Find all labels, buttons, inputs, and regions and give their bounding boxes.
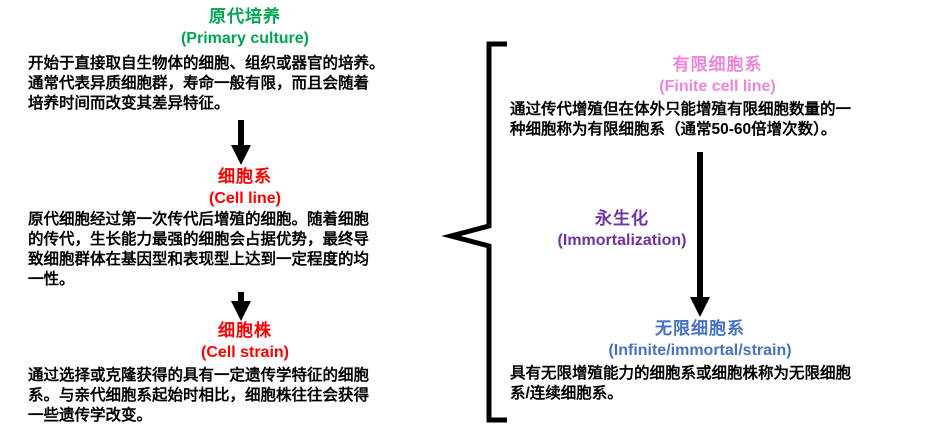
arrow-primary-to-cell-line	[231, 120, 251, 165]
cell-strain-description: 通过选择或克隆获得的具有一定遗传学特征的细胞 系。与亲代细胞系起始时相比，细胞株…	[28, 367, 370, 424]
infinite-cell-line-description: 具有无限增殖能力的细胞系或细胞株称为无限细胞 系/连续细胞系。	[510, 365, 852, 402]
finite-cell-line-description: 通过传代增殖但在体外只能增殖有限细胞数量的一 种细胞称为有限细胞系（通常50-6…	[510, 101, 852, 138]
immortalization-title-cn: 永生化	[595, 209, 649, 228]
cell-line-title-en: (Cell line)	[208, 190, 281, 207]
infinite-cell-line-title-cn: 无限细胞系	[655, 319, 745, 338]
cell-line-title-cn: 细胞系	[218, 167, 272, 186]
arrow-cell-line-to-cell-strain	[231, 292, 251, 321]
infinite-cell-line-title-en: (Infinite/immortal/strain)	[608, 342, 792, 359]
cell-strain-title-en: (Cell strain)	[200, 344, 289, 361]
cell-strain-title-cn: 细胞株	[218, 321, 272, 340]
primary-culture-title-en: (Primary culture)	[180, 30, 310, 47]
finite-cell-line-title-en: (Finite cell line)	[659, 78, 776, 95]
cell-line-description: 原代细胞经过第一次传代后增殖的细胞。随着细胞 的传代，生长能力最强的细胞会占据优…	[28, 211, 370, 288]
immortalization-title-en: (Immortalization)	[557, 232, 687, 249]
primary-culture-description: 开始于直接取自生物体的细胞、组织或器官的培养。 通常代表异质细胞群，寿命一般有限…	[28, 55, 385, 112]
primary-culture-title-cn: 原代培养	[209, 7, 281, 26]
finite-cell-line-title-cn: 有限细胞系	[672, 55, 763, 74]
